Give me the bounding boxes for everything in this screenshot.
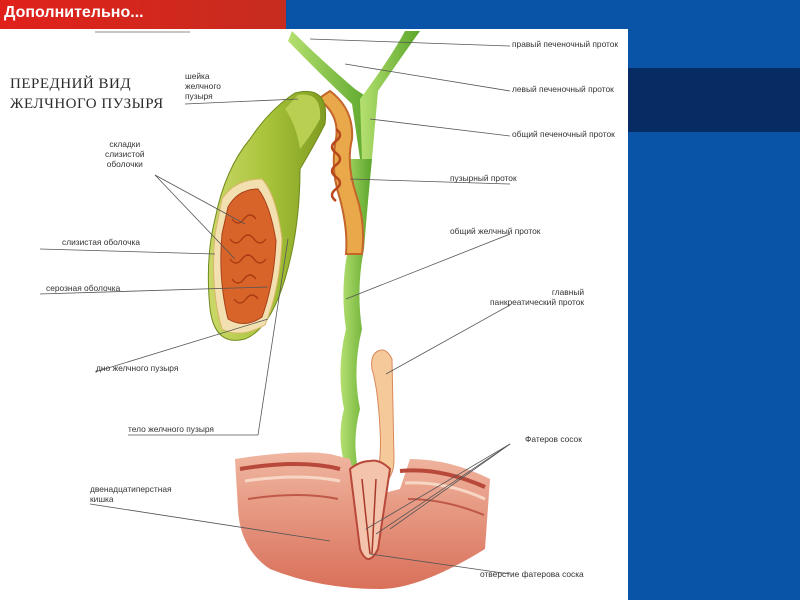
figure-heading-line1: ПЕРЕДНИЙ ВИД	[10, 76, 132, 92]
left-hepatic-duct	[360, 31, 420, 159]
label-folds-line3: оболочки	[106, 159, 143, 169]
label-neck-line3: пузыря	[185, 91, 213, 101]
papilla-of-vater	[348, 459, 392, 560]
slide-title: Дополнительно...	[4, 4, 144, 21]
label-right-hepatic: правый печеночный проток	[512, 39, 619, 49]
anatomy-illustration	[39, 31, 511, 589]
label-fundus: дно желчного пузыря	[96, 363, 179, 373]
label-folds-line1: складки	[109, 139, 141, 149]
label-mucosa: слизистая оболочка	[62, 237, 140, 247]
label-pancreatic-line2: панкреатический проток	[490, 297, 585, 307]
label-papilla-opening: отверстие фатерова соска	[480, 569, 584, 579]
label-neck-line1: шейка	[185, 71, 210, 81]
figure-heading-line2: ЖЕЛЧНОГО ПУЗЫРЯ	[10, 96, 164, 112]
label-duodenum-line2: кишка	[90, 494, 114, 504]
label-neck-line2: желчного	[185, 81, 221, 91]
cystic-duct	[316, 89, 365, 255]
slide-title-bar: Дополнительно...	[0, 0, 286, 29]
mucosa-section	[220, 188, 277, 324]
label-common-hepatic: общий печеночный проток	[512, 129, 615, 139]
label-papilla: Фатеров сосок	[525, 434, 582, 444]
label-duodenum-line1: двенадцатиперстная	[90, 484, 172, 494]
label-left-hepatic: левый печеночный проток	[512, 84, 614, 94]
label-body: тело желчного пузыря	[128, 424, 214, 434]
label-pancreatic-duct: главный панкреатический проток	[490, 287, 584, 307]
label-mucosal-folds: складки слизистой оболочки	[105, 139, 145, 169]
label-neck: шейка желчного пузыря	[185, 71, 221, 101]
background-blue-lower	[628, 132, 800, 600]
label-serosa: серозная оболочка	[46, 283, 121, 293]
label-folds-line2: слизистой	[105, 149, 145, 159]
label-duodenum: двенадцатиперстная кишка	[90, 484, 172, 504]
label-common-bile: общий желчный проток	[450, 226, 541, 236]
gallbladder-figure: ПЕРЕДНИЙ ВИД ЖЕЛЧНОГО ПУЗЫРЯ шейка желчн…	[0, 29, 628, 600]
figure-heading: ПЕРЕДНИЙ ВИД ЖЕЛЧНОГО ПУЗЫРЯ	[10, 74, 170, 114]
label-pancreatic-line1: главный	[551, 287, 585, 297]
background-band	[628, 68, 800, 132]
label-cystic-duct: пузырный проток	[450, 173, 517, 183]
